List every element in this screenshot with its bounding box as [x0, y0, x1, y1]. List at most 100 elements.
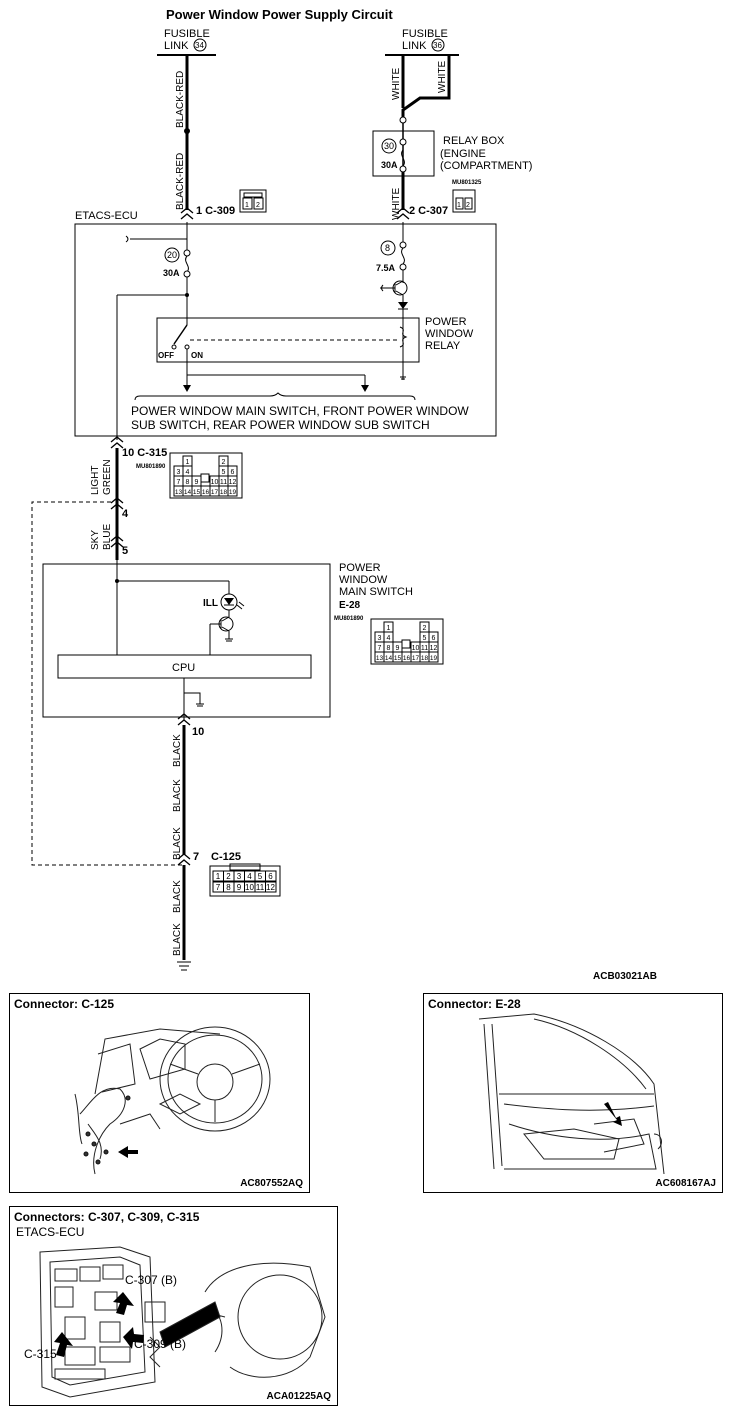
pin-label: 11	[421, 645, 428, 652]
svg-text:BLACK: BLACK	[172, 779, 183, 812]
pin-label: 10	[245, 883, 254, 892]
pin-label: 10	[412, 645, 420, 652]
pin-label: 7	[177, 479, 181, 486]
panel-e28-title: Connector: E-28	[428, 997, 521, 1011]
pin-label: 12	[266, 883, 275, 892]
pin-label: 1	[216, 872, 221, 881]
panel-c125-code: AC807552AQ	[240, 1178, 303, 1189]
svg-text:LINK: LINK	[164, 40, 189, 52]
wire-label-white-3: WHITE	[391, 187, 402, 220]
wiring-diagram: Power Window Power Supply Circuit FUSIBL…	[31, 7, 657, 982]
pin-label: 8	[387, 645, 391, 652]
relay-box-fuse-amp: 30A	[381, 160, 398, 170]
ecu-illustration	[39, 1246, 326, 1398]
pin-label: 15	[193, 489, 201, 496]
conn-c125-label: C-125	[211, 851, 241, 863]
panel-ecu-title: Connectors: C-307, C-309, C-315	[14, 1210, 200, 1224]
pin-label: 8	[186, 479, 190, 486]
wire-label-white-2: WHITE	[437, 60, 448, 93]
pin-label: 13	[175, 489, 183, 496]
svg-text:LIGHT: LIGHT	[90, 466, 101, 495]
pin-cell	[428, 651, 439, 663]
svg-text:(COMPARTMENT): (COMPARTMENT)	[440, 160, 532, 172]
wire-label-white-1: WHITE	[391, 67, 402, 100]
pin-label: 10	[211, 479, 219, 486]
pin-label: 5	[258, 872, 263, 881]
pin-label: 2	[222, 459, 226, 466]
pin-label: 1	[387, 625, 391, 632]
pin-label: 6	[268, 872, 273, 881]
ill-label: ILL	[203, 598, 218, 609]
pin-label: 9	[237, 883, 242, 892]
conn-c307-part: MU801325	[452, 180, 482, 186]
pin-label: 2	[226, 872, 231, 881]
conn-c315-label: 10 C-315	[122, 447, 167, 459]
panel-ecu-sub: ETACS-ECU	[16, 1225, 85, 1239]
pin-4-label: 4	[122, 508, 129, 520]
svg-text:FUSIBLE: FUSIBLE	[164, 28, 210, 40]
pin-label: 12	[430, 645, 438, 652]
figure-code: ACB03021AB	[593, 971, 657, 982]
pin-label: 4	[247, 872, 252, 881]
pin-label: 11	[256, 883, 265, 892]
pin-10-label: 10	[192, 726, 204, 738]
svg-text:1: 1	[457, 202, 461, 209]
wire-label-black-red-1: BLACK-RED	[175, 71, 186, 128]
pin-label: 17	[412, 655, 420, 662]
pin-label: 6	[231, 469, 235, 476]
power-window-relay-box	[156, 317, 420, 363]
pin-label: 16	[403, 655, 411, 662]
svg-text:WINDOW: WINDOW	[425, 328, 474, 340]
pin-label: 6	[432, 635, 436, 642]
pin-7-label: 7	[193, 851, 199, 863]
panel-ecu-code: ACA01225AQ	[266, 1391, 331, 1402]
panel-connector-e28: Connector: E-28 AC608167AJ	[423, 993, 723, 1193]
pin-cell	[209, 865, 281, 897]
pin-label: 3	[378, 635, 382, 642]
callout-c307: C-307 (B)	[125, 1273, 178, 1287]
svg-text:POWER WINDOW MAIN SWITCH, FRON: POWER WINDOW MAIN SWITCH, FRONT POWER WI…	[131, 404, 469, 418]
pin-cell	[169, 452, 243, 499]
pin-label: 16	[202, 489, 210, 496]
pin-label: 3	[177, 469, 181, 476]
pin-cell	[370, 618, 444, 665]
svg-text:WINDOW: WINDOW	[339, 574, 388, 586]
pin-label: 7	[378, 645, 382, 652]
conn-c307-label: 2 C-307	[409, 205, 448, 217]
svg-text:SUB SWITCH, REAR POWER WINDOW: SUB SWITCH, REAR POWER WINDOW SUB SWITCH	[131, 418, 430, 432]
pin-cell	[401, 639, 411, 649]
ecu-fuse20-num: 20	[167, 250, 177, 260]
svg-text:2: 2	[256, 202, 260, 209]
pin-5-label: 5	[122, 545, 128, 557]
svg-text:MAIN SWITCH: MAIN SWITCH	[339, 586, 413, 598]
panel-c125-title: Connector: C-125	[14, 997, 115, 1011]
pin-label: 18	[421, 655, 429, 662]
pin-label: 17	[211, 489, 219, 496]
pin-cell	[200, 473, 210, 483]
fusible-link-left: FUSIBLE LINK 34	[157, 28, 216, 56]
panel-connectors-ecu: Connectors: C-307, C-309, C-315 ETACS-EC…	[9, 1206, 338, 1406]
relay-box-label: RELAY BOX	[443, 135, 505, 147]
panel-connector-c125: Connector: C-125 AC807552AQ	[9, 993, 310, 1193]
pin-label: 11	[220, 479, 227, 486]
pin-label: 5	[222, 469, 226, 476]
svg-text:SKY: SKY	[90, 530, 101, 550]
conn-c307-icon: 1 2	[452, 189, 476, 213]
fusible-link-right-num: 36	[433, 41, 442, 50]
pin-label: 15	[394, 655, 402, 662]
pin-cell	[265, 870, 277, 882]
pin-label: 4	[387, 635, 391, 642]
svg-text:BLACK: BLACK	[172, 734, 183, 767]
conn-c309-icon: 1 2	[239, 189, 267, 213]
dashboard-illustration	[74, 1026, 271, 1175]
callout-c309: C-309 (B)	[134, 1337, 187, 1351]
pin-label: 7	[216, 883, 221, 892]
pin-label: 1	[186, 459, 190, 466]
pin-cell	[229, 863, 261, 871]
fusible-link-left-num: 34	[195, 41, 204, 50]
etacs-label: ETACS-ECU	[75, 210, 138, 222]
pin-label: 19	[430, 655, 438, 662]
